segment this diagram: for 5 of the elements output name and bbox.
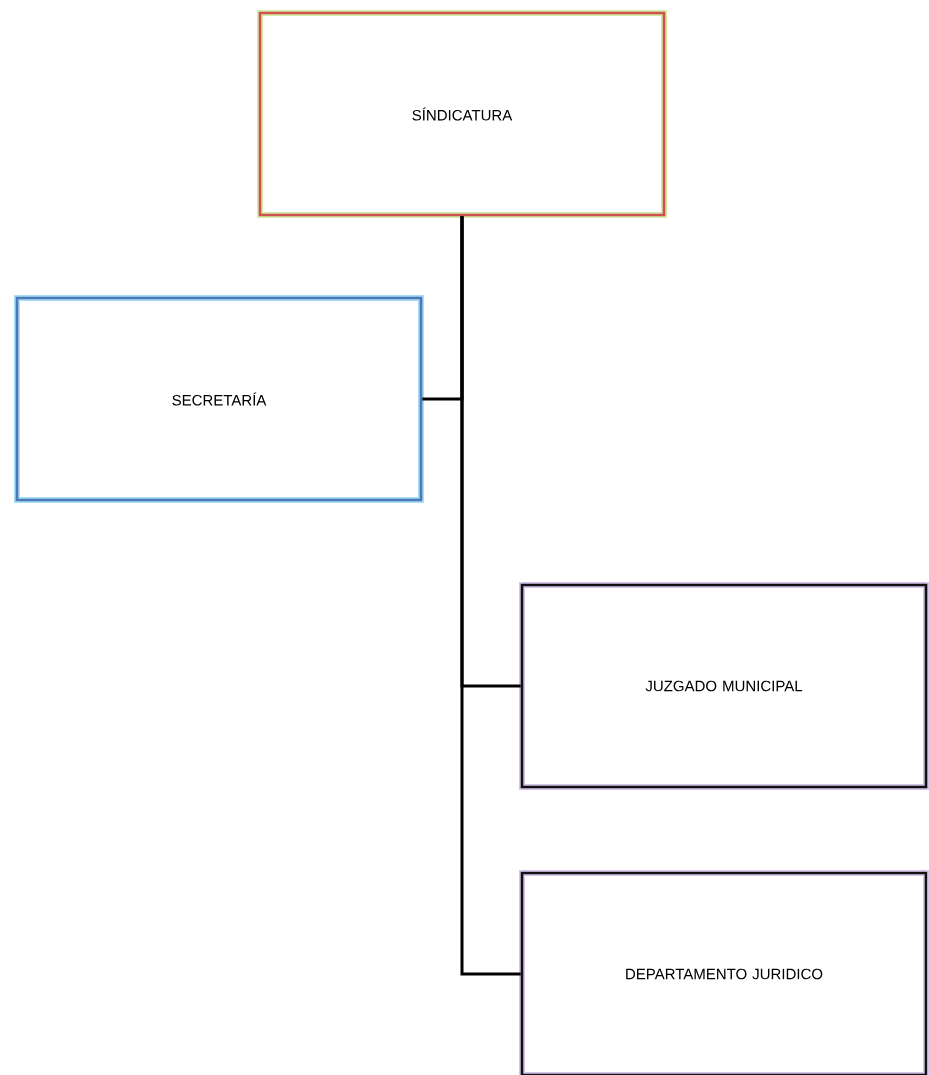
connector-line <box>460 216 521 976</box>
org-box: SÍNDICATURA <box>257 10 667 218</box>
org-box: JUZGADO MUNICIPAL <box>519 582 929 790</box>
org-box: SECRETARÍA <box>14 295 424 503</box>
org-box: DEPARTAMENTO JURIDICO <box>519 870 929 1075</box>
